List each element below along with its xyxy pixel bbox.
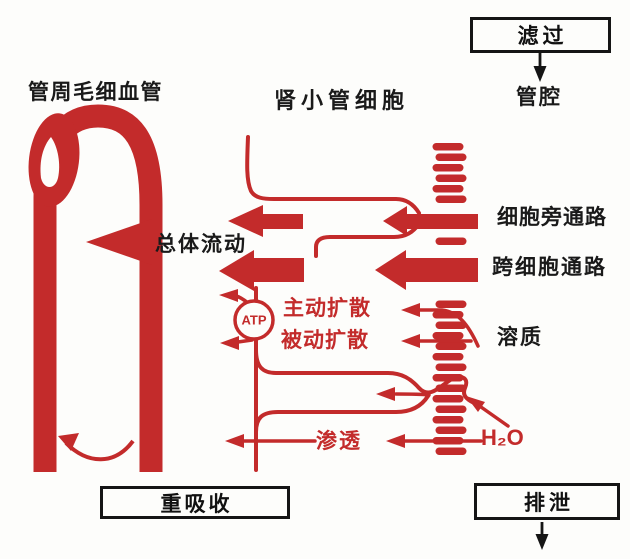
osmosis-label: 渗透 <box>316 430 362 453</box>
bulk-flow-label: 总体流动 <box>155 233 247 256</box>
microvillus-segment <box>432 164 464 172</box>
active-transport-label: 主动扩散 <box>283 297 371 320</box>
microvillus-segment <box>432 395 464 403</box>
microvillus-segment <box>432 332 464 340</box>
transcellular-arrow-interstitium <box>219 250 304 291</box>
osmosis-arrowhead-left <box>225 434 244 448</box>
excretion-box-label: 排泄 <box>524 491 574 515</box>
microvillus-segment <box>432 416 464 424</box>
microvillus-segment <box>432 374 464 382</box>
bulk-flow-arrowhead <box>86 219 152 265</box>
capillary-vessel <box>28 104 163 472</box>
lumen-label: 管腔 <box>516 86 562 109</box>
capillary-lumen-opening <box>40 137 60 187</box>
passive-diffusion-line-left <box>236 338 254 344</box>
thick-arrows <box>86 205 478 291</box>
h2o-label: H₂O <box>481 425 524 450</box>
tight-junction-lower-lip <box>314 222 421 258</box>
thin-arrow-lines <box>234 294 510 443</box>
paracellular-pathway-label: 细胞旁通路 <box>497 206 607 229</box>
solute-label: 溶质 <box>497 326 543 349</box>
filtration-box: 滤过 <box>470 17 611 53</box>
h2o-pointer-line <box>479 405 510 428</box>
paracellular-arrow-interstitium <box>228 205 303 237</box>
reabsorption-box-label: 重吸收 <box>160 492 233 516</box>
thin-arrow-heads <box>219 289 485 448</box>
microvillus-segment <box>435 237 467 245</box>
filtration-arrowhead <box>533 66 547 82</box>
water-junction-arrowhead <box>376 387 395 401</box>
transcellular-pathway-label: 跨细胞通路 <box>492 256 607 279</box>
microvillus-segment <box>435 300 467 308</box>
transcellular-arrow-lumen <box>375 250 478 290</box>
microvillus-segment <box>435 384 467 392</box>
microvillus-segment <box>435 426 467 434</box>
microvillus-segment <box>435 342 467 350</box>
microvillus-segment <box>435 363 467 371</box>
tight-junction-upper-lip <box>245 135 421 215</box>
peritubular-capillary-label: 管周毛细血管 <box>28 81 163 104</box>
microvillus-segment <box>435 447 467 455</box>
capillary-flow-arc <box>64 439 135 462</box>
filtration-box-label: 滤过 <box>517 25 568 48</box>
brush-border-microvilli <box>432 143 467 455</box>
excretion-arrowhead <box>535 534 549 550</box>
water-channel-lower-lip <box>254 394 430 434</box>
microvillus-segment <box>435 195 467 203</box>
excretion-box: 排泄 <box>474 483 620 520</box>
osmosis-arrowhead-right <box>386 434 405 448</box>
active-transport-arrowhead-left <box>219 289 238 302</box>
tubule-cell-label: 肾小管细胞 <box>274 88 410 113</box>
capillary-flow-arrowhead <box>58 433 79 451</box>
microvillus-segment <box>435 153 467 161</box>
black-arrowheads <box>533 66 549 550</box>
microvillus-segment <box>435 321 467 329</box>
active-transport-arrowhead-right <box>401 303 420 317</box>
passive-diffusion-arrowhead-right <box>401 334 420 348</box>
passive-diffusion-label: 被动扩散 <box>281 329 369 352</box>
active-transport-line-right <box>417 308 480 348</box>
h2o-pointer-arrowhead <box>466 396 485 412</box>
paracellular-arrow-lumen <box>383 206 478 236</box>
water-junction-line <box>394 392 431 397</box>
passive-diffusion-arrowhead-left <box>220 336 239 350</box>
black-arrows <box>538 52 544 538</box>
microvillus-segment <box>435 174 467 182</box>
atp-label: ATP <box>241 312 267 328</box>
reabsorption-box: 重吸收 <box>100 486 290 519</box>
microvillus-segment <box>435 405 467 413</box>
microvillus-segment <box>432 185 464 193</box>
microvillus-segment <box>432 353 464 361</box>
atp-circle <box>233 299 275 341</box>
microvillus-segment <box>432 143 464 151</box>
